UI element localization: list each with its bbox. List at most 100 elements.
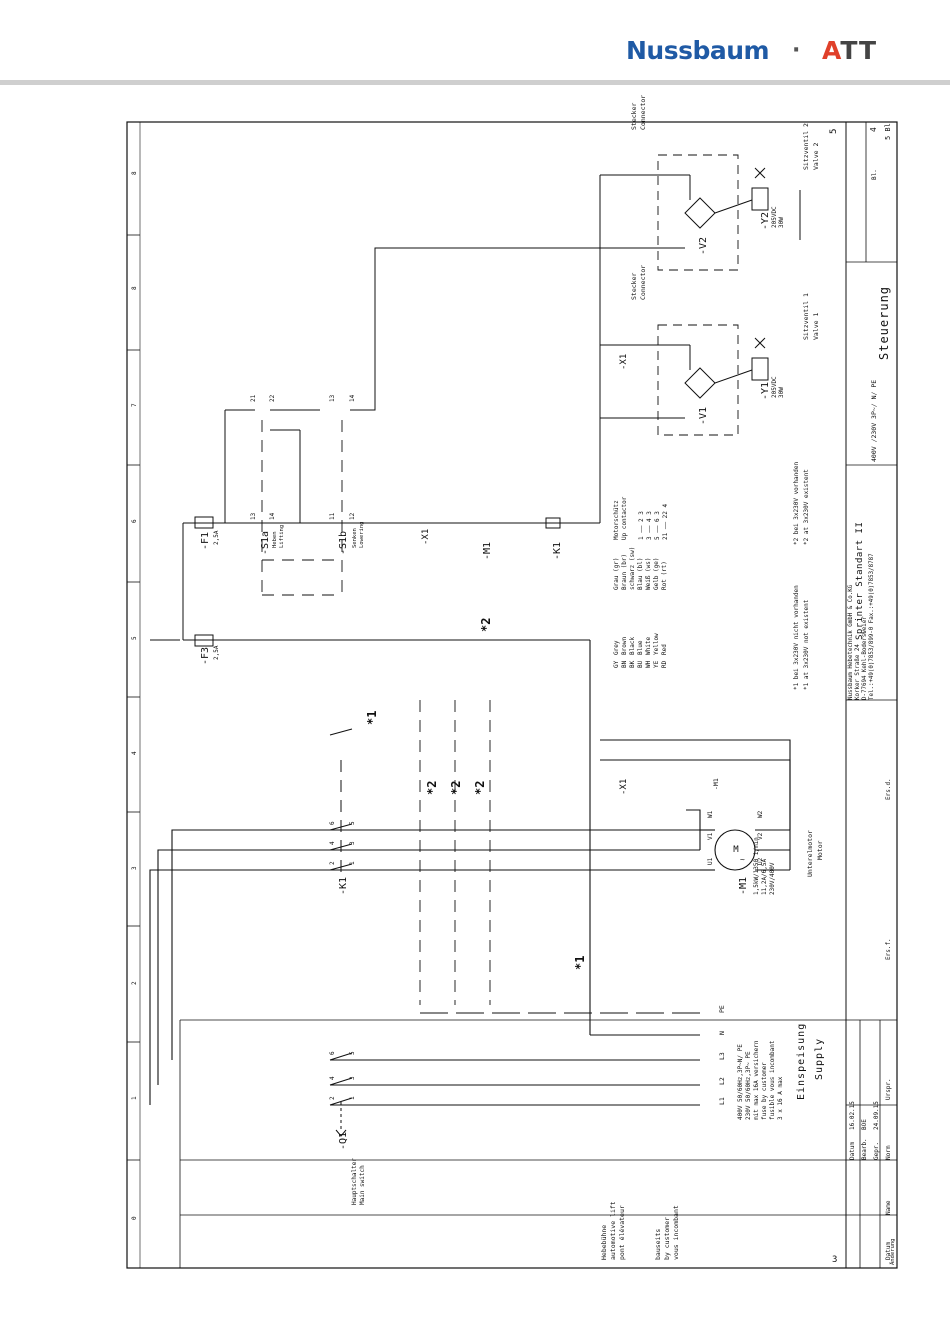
company-info: Korker Straße 24 <box>855 644 861 700</box>
terminal-number: 2 <box>329 861 336 865</box>
motor-terminal: V2 <box>757 832 764 840</box>
tb-label-bearb: Bearb. <box>861 1138 868 1160</box>
legend-customer-text: by customer <box>663 1217 671 1260</box>
color-name-en: Blue <box>637 640 644 655</box>
terminal-number: 5 <box>349 1051 356 1055</box>
motor-thermal-contact-tag: -M1 <box>482 542 493 560</box>
motor-symbol-tilde: ~ <box>740 855 745 864</box>
header-rule <box>0 80 950 85</box>
motor-thermal-tag: -M1 <box>712 778 720 790</box>
note-star2: *2 bei 3x230V vorhanden <box>793 462 800 545</box>
tb-bearb-value: BOE <box>861 1119 868 1130</box>
tb-sheet-number: 4 <box>869 127 878 132</box>
connector-label: Connector <box>639 265 647 300</box>
valve-circuits <box>600 167 801 419</box>
grid-column-number: 0 <box>131 1216 138 1220</box>
supply-phase-label: N <box>718 1031 726 1035</box>
supply-spec-text: fusible vous incombant <box>769 1040 776 1120</box>
motor-terminal: W1 <box>707 810 714 818</box>
supply-spec-text: fuse by customer <box>761 1062 768 1120</box>
grid-column-number: 3 <box>131 866 138 870</box>
contactor-table-row: 1 —— 2 3 <box>638 511 645 540</box>
note-star1: *1 bei 3x230V nicht vorhanden <box>793 585 800 690</box>
company-info: D-77694 Kehl-Bodersweier <box>862 616 868 700</box>
terminal-number: 14 <box>349 394 356 402</box>
supply-phase-label: L3 <box>718 1052 726 1060</box>
tb-datum-value: 16.02.15 <box>849 1101 856 1130</box>
color-name-de: schwarz (sw) <box>629 547 636 590</box>
control-wiring <box>182 174 690 740</box>
terminal-number: 3 <box>349 841 356 845</box>
connector-x1: -X1 <box>619 354 629 370</box>
contactor-table-title: Motorschütz <box>613 500 620 540</box>
grid-column-number: 1 <box>131 1096 138 1100</box>
valve-tag: -Y2 <box>760 212 771 230</box>
terminal-number: 1 <box>349 1096 356 1100</box>
terminal-number: 4 <box>329 1076 336 1080</box>
terminal-number: 6 <box>329 1051 336 1055</box>
switch-s1b-name: Lowering <box>359 522 365 549</box>
fuse-f3-rating: 2,5A <box>213 645 220 660</box>
motor-spec-text: 230V/400V <box>769 862 776 895</box>
nussbaum-logo: Nussbaum <box>626 36 770 65</box>
grid-column-number: 6 <box>131 519 138 523</box>
valve-name: Sitzventil 2 <box>802 123 810 170</box>
grid-column-number: 2 <box>131 981 138 985</box>
grid-column-number: 5 <box>131 636 138 640</box>
valve-boxes <box>657 154 739 436</box>
drawing-title: Steuerung <box>877 286 891 360</box>
switch-s1b-tag: -S1b <box>338 531 349 555</box>
contactor-table-row: 5 —— 6 3 <box>654 511 661 540</box>
valve-tag: -Y1 <box>760 382 771 400</box>
motor-symbol-letter: M <box>733 845 739 855</box>
valve-spec: 30W <box>778 217 785 228</box>
color-code: BU <box>637 660 644 668</box>
tb-label-datum2: Datum <box>885 1242 892 1260</box>
terminal-number: 6 <box>329 821 336 825</box>
fuse-f1-rating: 2,5A <box>213 530 220 545</box>
color-name-en: Black <box>629 637 636 655</box>
tb-label-ersd: Ers.d. <box>885 778 892 800</box>
supply-phase-label: L2 <box>718 1077 726 1085</box>
tb-label-aenderung: Änderung <box>889 1239 896 1266</box>
marker-star2: *2 <box>473 781 487 795</box>
color-name-de: Braun (br) <box>621 554 628 590</box>
k1-coil-tag: -K1 <box>552 542 563 560</box>
valve-spec: 30W <box>778 387 785 398</box>
tb-gepr-value: 24.09.15 <box>873 1101 880 1130</box>
contactor-table-title: Up contactor <box>621 496 628 540</box>
switch-s1a-name: Heben <box>272 531 278 548</box>
tb-label-name: Name <box>885 1200 892 1215</box>
tb-label-gepr: Gepr. <box>873 1142 880 1160</box>
brand-separator: · <box>792 38 801 63</box>
terminal-number: 3 <box>349 1076 356 1080</box>
bridge-tag: -V2 <box>698 237 709 255</box>
color-name-en: Brown <box>621 637 628 655</box>
title-block-lines <box>179 122 897 1268</box>
supply-spec-text: 230V 50/60Hz,3P~ PE <box>745 1051 752 1120</box>
page-corner-right: 5 <box>829 129 839 134</box>
motor-symbol <box>600 739 791 871</box>
fuse-symbols <box>183 516 225 647</box>
k1-tag: -K1 <box>338 877 349 895</box>
power-wiring <box>149 522 701 1106</box>
color-code: YE <box>653 660 660 668</box>
legend-lift-text: Hebebühne <box>600 1225 608 1260</box>
terminal-number: 4 <box>329 841 336 845</box>
color-name-en: Yellow <box>653 633 660 655</box>
tb-label-norm: Norm <box>885 1145 892 1160</box>
supply-spec-text: 400V 50/60Hz,3P~N/ PE <box>737 1044 744 1120</box>
color-name-de: Gelb (ge) <box>653 557 660 590</box>
tb-sheet-label: Bl. <box>871 169 878 180</box>
main-switch-name: Main switch <box>359 1165 366 1205</box>
terminal-number: 13 <box>329 394 336 402</box>
fuse-f3-tag: -F3 <box>200 647 211 665</box>
supply-phase-label: L1 <box>718 1097 726 1105</box>
supply-spec-text: mit max 16A versichern <box>753 1040 760 1120</box>
bridge-tag: -V1 <box>698 407 709 425</box>
valve-spec: 205VDC <box>771 376 778 398</box>
terminal-number: 21 <box>250 394 257 402</box>
mechanical-linkage <box>261 420 491 1005</box>
color-name-de: Blau (bl) <box>637 557 644 590</box>
